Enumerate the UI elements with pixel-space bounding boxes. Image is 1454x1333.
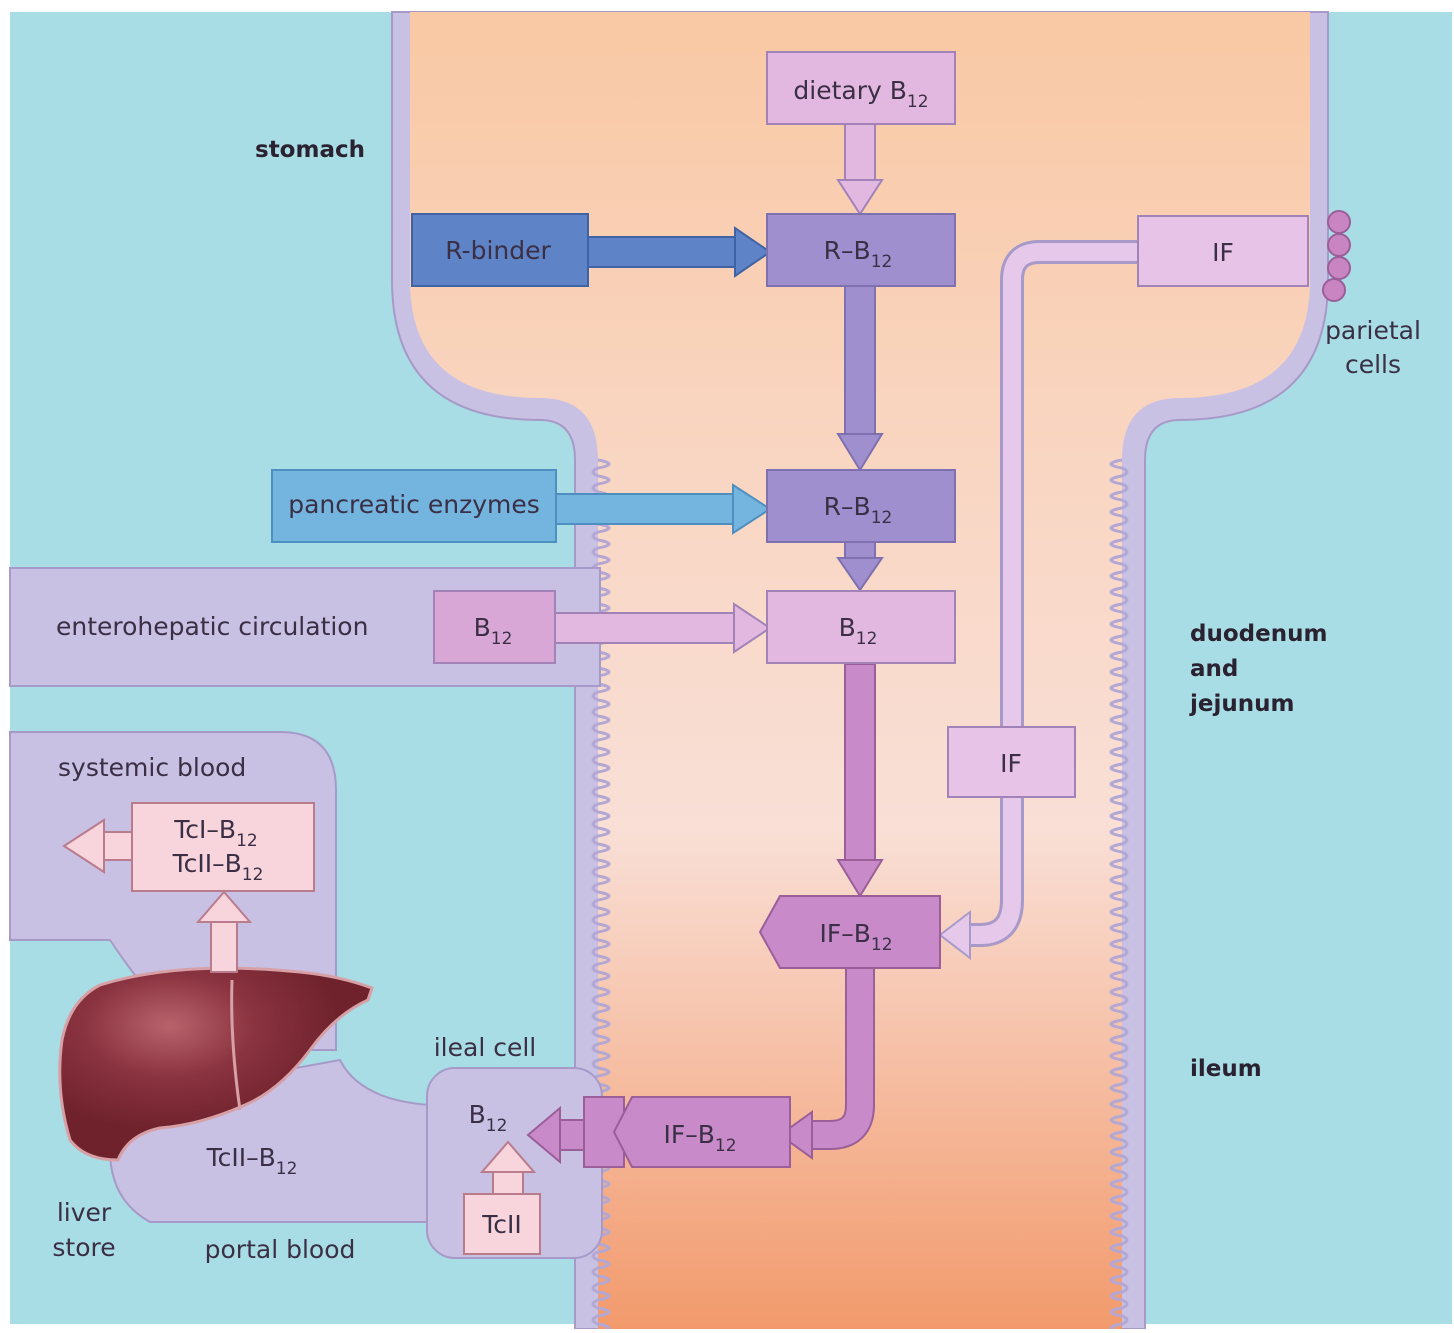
- box-r-binder: R-binder: [412, 214, 588, 286]
- label-enterohepatic: enterohepatic circulation: [56, 612, 368, 641]
- box-tcii: TcII: [464, 1194, 540, 1254]
- label-liver: liver: [57, 1198, 112, 1227]
- box-if-b12-ileal: IF–B12: [584, 1097, 790, 1167]
- box-r-b12-mid: R–B12: [767, 470, 955, 542]
- box-b12-center: B12: [767, 591, 955, 663]
- label-ileum: ileum: [1190, 1056, 1262, 1082]
- box-if-b12-center: IF–B12: [760, 896, 940, 968]
- svg-text:R-binder: R-binder: [445, 236, 551, 265]
- box-b12-enterohepatic: B12: [434, 591, 555, 663]
- label-parietal: parietal: [1325, 316, 1421, 345]
- box-pancreatic-enzymes: pancreatic enzymes: [272, 470, 556, 542]
- svg-text:IF: IF: [1000, 749, 1022, 778]
- label-cells: cells: [1345, 350, 1401, 379]
- svg-text:pancreatic enzymes: pancreatic enzymes: [288, 490, 540, 519]
- box-if-top: IF: [1138, 216, 1308, 286]
- label-stomach: stomach: [255, 137, 365, 163]
- label-systemic-blood: systemic blood: [58, 753, 246, 782]
- label-and: and: [1190, 656, 1238, 682]
- label-portal-blood: portal blood: [205, 1235, 356, 1264]
- label-ileal-cell: ileal cell: [434, 1033, 537, 1062]
- box-r-b12-top: R–B12: [767, 214, 955, 286]
- label-duodenum: duodenum: [1190, 621, 1327, 647]
- svg-text:TcII: TcII: [481, 1210, 522, 1239]
- box-dietary-b12: dietary B12: [767, 52, 955, 124]
- box-if-mid: IF: [948, 727, 1075, 797]
- label-store: store: [52, 1233, 115, 1262]
- svg-text:IF: IF: [1212, 238, 1234, 267]
- label-jejunum: jejunum: [1189, 691, 1294, 717]
- box-tc-b12: TcI–B12 TcII–B12: [132, 803, 314, 891]
